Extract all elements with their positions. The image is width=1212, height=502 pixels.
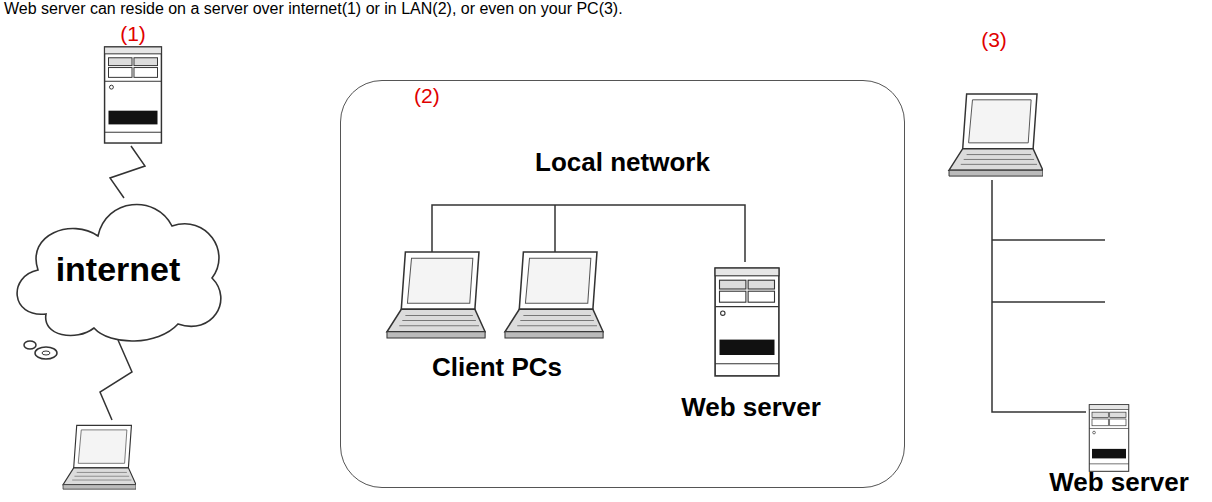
node-label: Client PCs bbox=[432, 352, 562, 383]
callout-number: (3) bbox=[981, 28, 1007, 52]
cloud-puff bbox=[24, 341, 36, 349]
laptop-icon bbox=[505, 252, 603, 338]
callout-number: (2) bbox=[414, 84, 440, 108]
caption-note: Web server can reside on a server over i… bbox=[4, 0, 623, 18]
link-line bbox=[992, 180, 1036, 412]
pc-web-server: Web server bbox=[1036, 402, 1202, 500]
bus-stub bbox=[992, 301, 1105, 303]
node-label: Web server bbox=[1049, 467, 1189, 498]
server-icon bbox=[715, 268, 779, 376]
node-label: Web server bbox=[681, 392, 821, 423]
wireless-link bbox=[100, 340, 132, 420]
bus-stub bbox=[992, 239, 1105, 241]
node-label: internet bbox=[56, 250, 181, 289]
internet-cloud: internet bbox=[6, 196, 230, 346]
client-group: Client PCs bbox=[377, 247, 617, 383]
lan-region: (2) Local networkClient PCsWeb server bbox=[340, 80, 905, 488]
cloud-puff bbox=[42, 351, 50, 355]
laptop-icon bbox=[387, 252, 485, 338]
cloud-puff bbox=[35, 347, 57, 359]
node-label: Local network bbox=[535, 147, 710, 178]
lan-bus bbox=[554, 205, 556, 252]
callout-number: (1) bbox=[120, 22, 146, 46]
bus-stub bbox=[1036, 411, 1086, 413]
server-node: (1) bbox=[96, 20, 170, 146]
server-icon bbox=[1089, 405, 1128, 472]
server-icon bbox=[105, 47, 162, 143]
laptop-icon bbox=[949, 94, 1043, 176]
lan-web-server: Web server bbox=[671, 259, 831, 423]
laptop-icon bbox=[63, 425, 136, 489]
pc-node: (3) bbox=[940, 24, 1048, 180]
link-line bbox=[110, 146, 145, 198]
